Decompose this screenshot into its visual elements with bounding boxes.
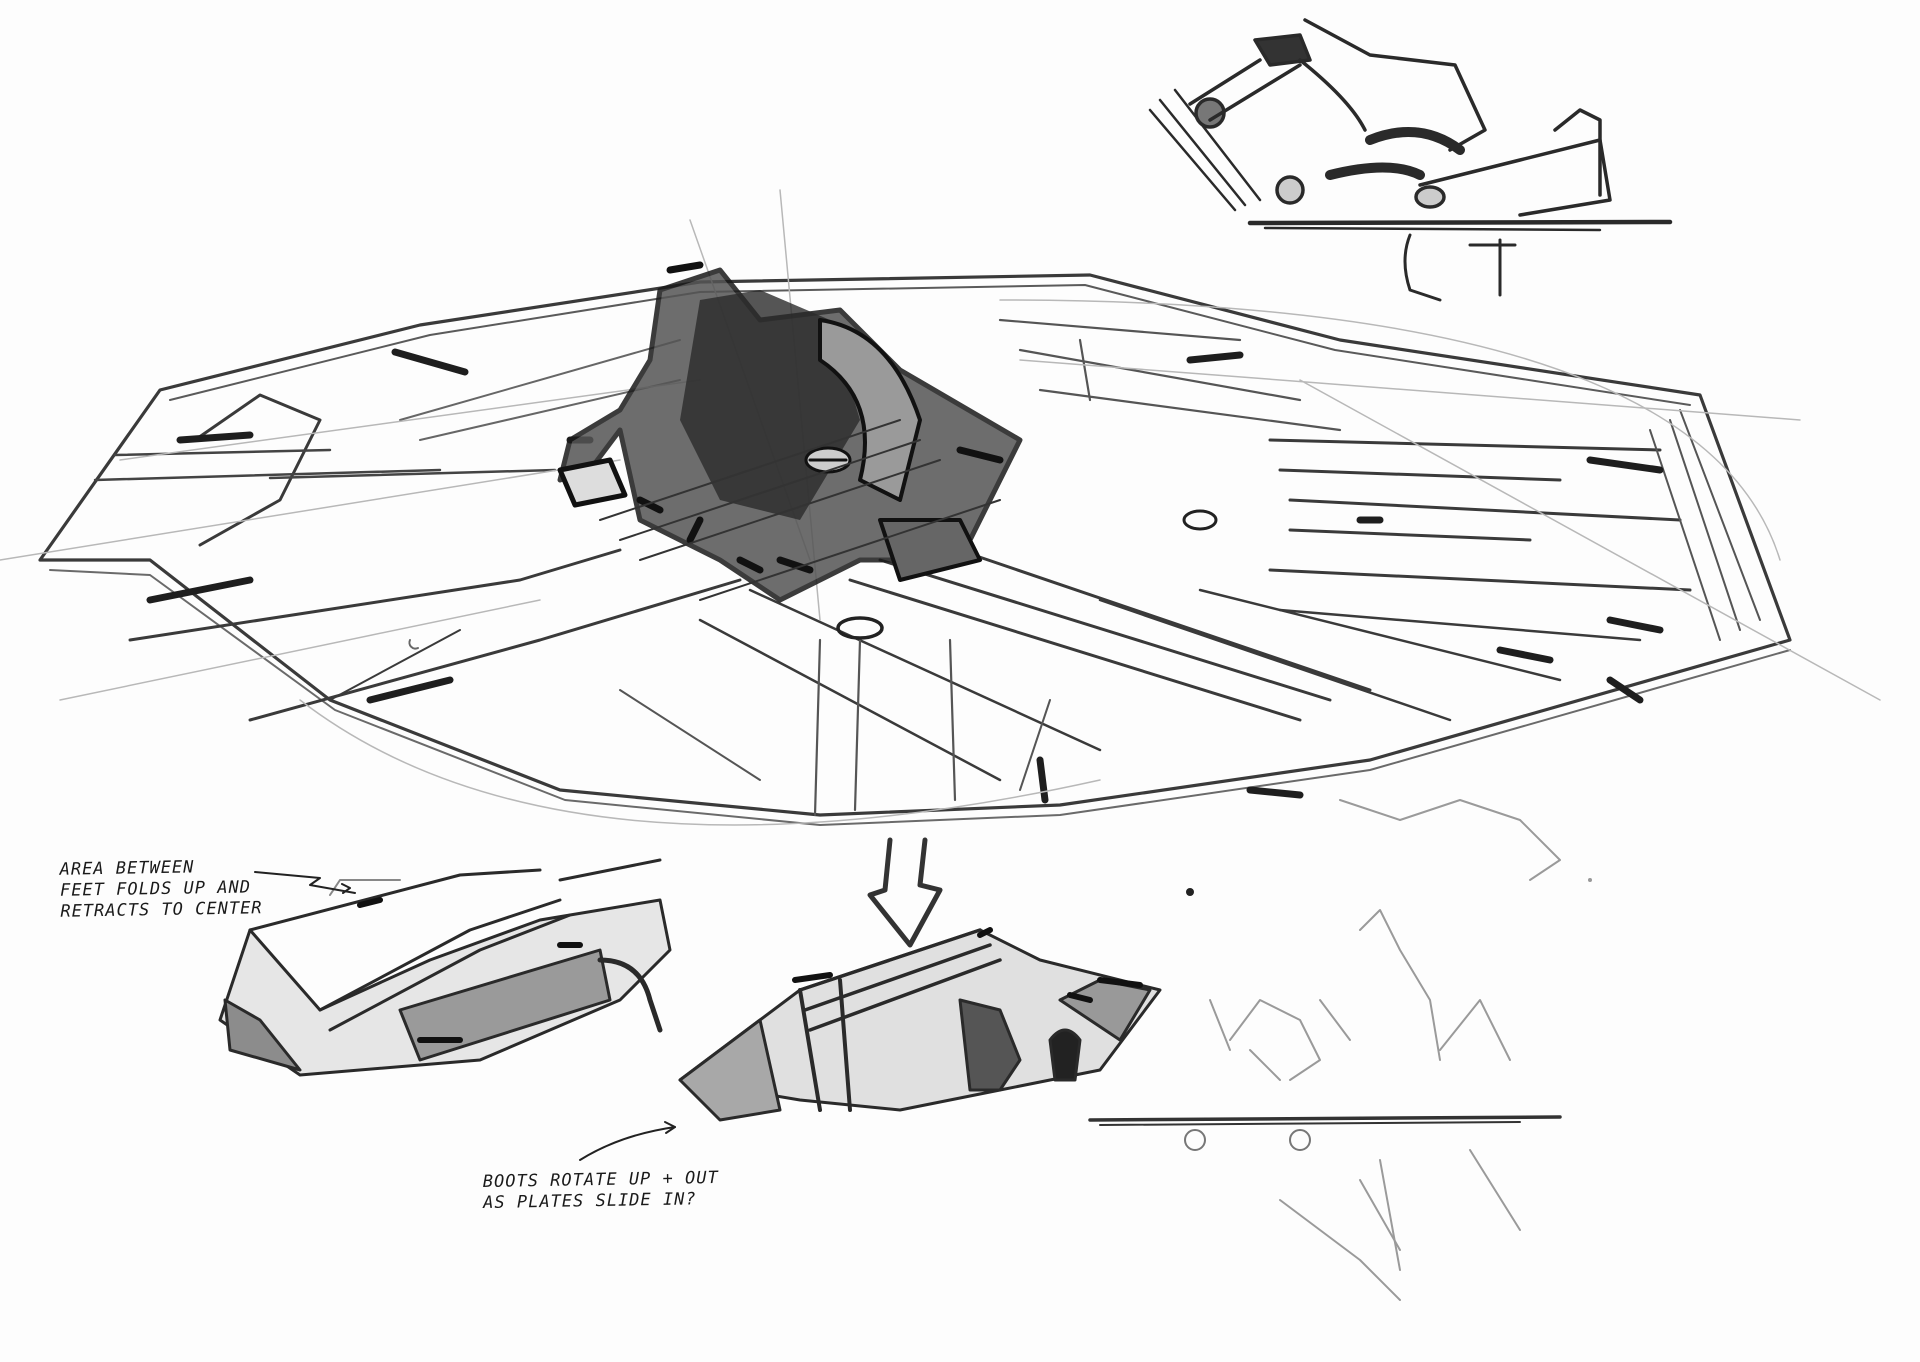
side-view (1148, 18, 1673, 302)
foot-center (678, 837, 1162, 1122)
main-platform (0, 189, 1881, 826)
annotation-boots-rotate: BOOTS ROTATE UP + OUT AS PLATES SLIDE IN… (482, 1167, 719, 1214)
leader-arrow-feet (254, 871, 356, 894)
rough-studies (1088, 799, 1562, 1301)
foot-left (218, 858, 672, 1077)
leader-arrow-boots (579, 1126, 676, 1161)
central-mech (557, 261, 1023, 603)
annotation-feet-fold: AREA BETWEEN FEET FOLDS UP AND RETRACTS … (59, 857, 263, 922)
